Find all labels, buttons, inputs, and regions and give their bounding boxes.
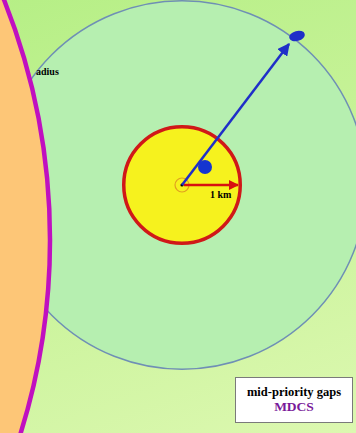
box-code: MDCS (274, 399, 314, 415)
distance-circle-shape (124, 127, 241, 244)
center-ring (175, 178, 189, 192)
distance-circle-outline (122, 125, 242, 245)
coverage-circle: 1 km adius (0, 0, 356, 370)
legend-box: mid-priority gapsMDCS (235, 377, 353, 423)
radius-label: adius (36, 66, 59, 78)
side-region (0, 0, 50, 433)
distance-label: 1 km (210, 189, 231, 201)
target-point (288, 29, 306, 43)
coverage-circle-shape (0, 1, 356, 370)
point-marker (198, 160, 212, 174)
km-arrow (184, 184, 238, 187)
distance-circle: 1 km (122, 125, 242, 245)
radius-arrow (182, 44, 289, 185)
center-dot (180, 183, 183, 186)
box-title: mid-priority gaps (247, 385, 341, 399)
